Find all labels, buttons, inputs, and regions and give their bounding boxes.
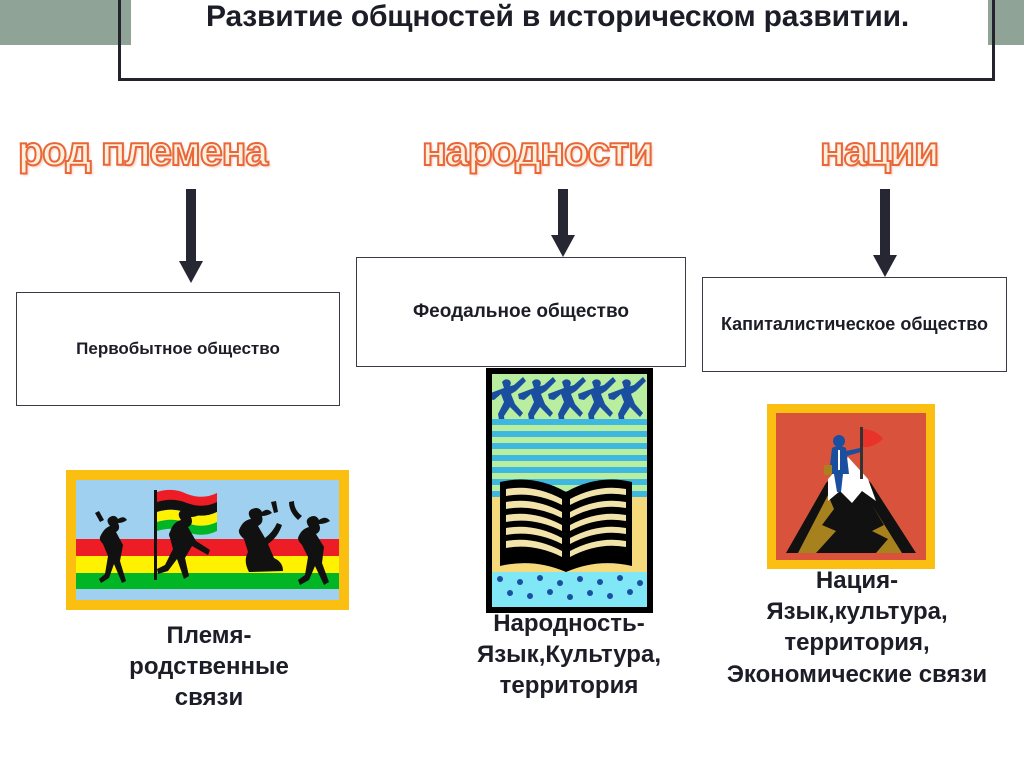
- caption-tribe: Племя- родственные связи: [129, 622, 289, 712]
- tribal-dancers-artwork: [76, 480, 339, 600]
- illustration-open-book: [486, 368, 653, 613]
- mountain-summit-artwork: [776, 413, 926, 560]
- open-book-artwork: [492, 374, 647, 607]
- column-header-narodnosti: народности: [421, 127, 654, 175]
- down-arrow-icon-1: [179, 189, 203, 285]
- stage-box-primitive-society: Первобытное общество: [16, 292, 340, 406]
- stage-box-feudal-society: Феодальное общество: [356, 257, 686, 367]
- arrow-shaft: [880, 189, 890, 257]
- illustration-tribal-dancers: [66, 470, 349, 610]
- arrow-head: [179, 261, 203, 283]
- column-header-natsii: нации: [819, 127, 940, 175]
- down-arrow-icon-3: [873, 189, 897, 279]
- decor-strip-left: [0, 0, 131, 45]
- title-box: [118, 0, 995, 81]
- arrow-head: [873, 255, 897, 277]
- tribal-dancers-svg: [76, 480, 339, 600]
- arrow-shaft: [186, 189, 196, 263]
- down-arrow-icon-2: [551, 189, 575, 259]
- column-header-rod-plemena: род племена: [17, 127, 269, 175]
- arrow-shaft: [558, 189, 568, 237]
- stage-box-capitalist-society: Капиталистическое общество: [702, 277, 1007, 372]
- illustration-mountain-summit: [767, 404, 935, 569]
- mountain-summit-svg: [776, 413, 926, 560]
- open-book-svg: [492, 374, 647, 607]
- caption-nationality: Народность- Язык,Культура, территория: [477, 610, 661, 700]
- arrow-head: [551, 235, 575, 257]
- caption-nation: Нация- Язык,культура, территория, Эконом…: [726, 567, 988, 688]
